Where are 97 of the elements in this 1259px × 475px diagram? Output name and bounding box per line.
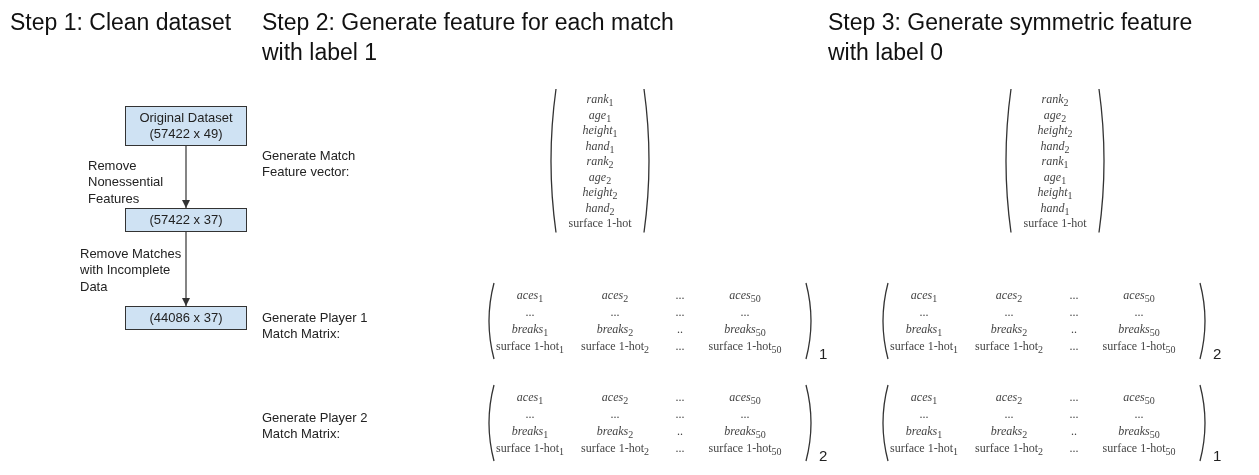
matrix-entry: breaks$_{50}$	[724, 323, 766, 339]
matrix-entry: ...	[1004, 408, 1014, 420]
matrix-subscript: 1	[819, 346, 828, 361]
matrix-entry: breaks$_{1}$	[905, 425, 943, 441]
row-label: Generate Player 2 Match Matrix:	[262, 410, 369, 443]
row-label: Generate Player 1 Match Matrix:	[262, 310, 369, 343]
vector-entry: surface 1-hot	[568, 217, 632, 229]
matrix-entry: surface 1-hot$_{1}$	[890, 442, 958, 458]
matrix-entry: breaks$_{50}$	[724, 425, 766, 441]
matrix-entry: ...	[740, 408, 750, 420]
matrix-entry: ...	[740, 306, 750, 318]
matrix-entry: aces$_{2}$	[601, 289, 629, 305]
matrix-entry: surface 1-hot$_{2}$	[581, 442, 649, 458]
vector-entry: age$_{2}$	[1043, 108, 1067, 124]
arrow	[181, 231, 191, 307]
step-heading: Step 1: Clean dataset	[10, 8, 233, 37]
vector-entry: hand$_{2}$	[1040, 139, 1070, 155]
vector-entry: hand$_{2}$	[585, 201, 615, 217]
process-box: Original Dataset (57422 x 49)	[125, 106, 247, 146]
matrix-entry: breaks$_{50}$	[1118, 425, 1160, 441]
matrix-entry: ...	[1069, 391, 1079, 403]
matrix-entry: ...	[675, 340, 685, 352]
matrix-entry: ...	[1069, 340, 1079, 352]
matrix-entry: ...	[675, 391, 685, 403]
vector-entry: hand$_{1}$	[585, 139, 615, 155]
matrix-entry: aces$_{50}$	[729, 391, 761, 407]
matrix-entry: surface 1-hot$_{1}$	[890, 340, 958, 356]
matrix-entry: ...	[610, 408, 620, 420]
matrix-entry: surface 1-hot$_{50}$	[708, 340, 782, 356]
matrix-entry: aces$_{50}$	[729, 289, 761, 305]
matrix-entry: ...	[525, 408, 535, 420]
matrix-entry: breaks$_{1}$	[905, 323, 943, 339]
row-label: Generate Match Feature vector:	[262, 148, 357, 181]
vector-entry: height$_{1}$	[1037, 186, 1073, 202]
vector-entry: height$_{2}$	[582, 186, 618, 202]
step-heading: Step 3: Generate symmetric feature with label 0	[828, 8, 1194, 67]
matrix-entry: ..	[1071, 323, 1077, 335]
matrix-entry: ...	[1069, 442, 1079, 454]
matrix-entry: ..	[1071, 425, 1077, 437]
matrix-subscript: 2	[1213, 346, 1222, 361]
vector-entry: age$_{1}$	[1043, 170, 1067, 186]
matrix-subscript: 2	[819, 448, 828, 463]
matrix-entry: aces$_{1}$	[516, 391, 544, 407]
matrix-entry: ...	[919, 306, 929, 318]
matrix-entry: aces$_{2}$	[601, 391, 629, 407]
matrix-entry: breaks$_{2}$	[596, 425, 634, 441]
matrix-entry: aces$_{1}$	[910, 391, 938, 407]
matrix-entry: ...	[1134, 306, 1144, 318]
step-heading: Step 2: Generate feature for each match with label 1	[262, 8, 675, 67]
vector-entry: rank$_{2}$	[586, 155, 614, 171]
matrix-entry: breaks$_{1}$	[511, 323, 549, 339]
matrix-entry: ..	[677, 323, 683, 335]
matrix-entry: surface 1-hot$_{2}$	[581, 340, 649, 356]
vector-entry: rank$_{1}$	[586, 93, 614, 109]
matrix-entry: ..	[677, 425, 683, 437]
matrix-entry: breaks$_{2}$	[990, 425, 1028, 441]
matrix-entry: surface 1-hot$_{50}$	[708, 442, 782, 458]
process-box: (44086 x 37)	[125, 306, 247, 330]
matrix-entry: ...	[675, 442, 685, 454]
matrix-entry: ...	[675, 289, 685, 301]
arrow	[181, 145, 191, 209]
vector-entry: height$_{2}$	[1037, 124, 1073, 140]
matrix-entry: ...	[1069, 306, 1079, 318]
matrix-entry: aces$_{50}$	[1123, 391, 1155, 407]
vector-entry: height$_{1}$	[582, 124, 618, 140]
matrix-entry: surface 1-hot$_{2}$	[975, 340, 1043, 356]
matrix-entry: aces$_{2}$	[995, 391, 1023, 407]
matrix-entry: surface 1-hot$_{50}$	[1102, 340, 1176, 356]
vector-entry: surface 1-hot	[1023, 217, 1087, 229]
matrix-entry: breaks$_{1}$	[511, 425, 549, 441]
matrix-entry: breaks$_{2}$	[596, 323, 634, 339]
matrix-entry: aces$_{1}$	[516, 289, 544, 305]
matrix-subscript: 1	[1213, 448, 1222, 463]
matrix-entry: aces$_{1}$	[910, 289, 938, 305]
matrix-entry: breaks$_{2}$	[990, 323, 1028, 339]
vector-entry: age$_{2}$	[588, 170, 612, 186]
vector-entry: rank$_{2}$	[1041, 93, 1069, 109]
matrix-entry: ...	[675, 306, 685, 318]
matrix-entry: ...	[1004, 306, 1014, 318]
matrix-entry: ...	[1069, 408, 1079, 420]
vector-entry: rank$_{1}$	[1041, 155, 1069, 171]
process-box: (57422 x 37)	[125, 208, 247, 232]
matrix-entry: ...	[919, 408, 929, 420]
matrix-entry: aces$_{50}$	[1123, 289, 1155, 305]
matrix-entry: surface 1-hot$_{1}$	[496, 442, 564, 458]
matrix-entry: ...	[610, 306, 620, 318]
matrix-entry: ...	[675, 408, 685, 420]
matrix-entry: surface 1-hot$_{50}$	[1102, 442, 1176, 458]
vector-entry: age$_{1}$	[588, 108, 612, 124]
matrix-entry: breaks$_{50}$	[1118, 323, 1160, 339]
vector-entry: hand$_{1}$	[1040, 201, 1070, 217]
matrix-entry: surface 1-hot$_{1}$	[496, 340, 564, 356]
matrix-entry: ...	[525, 306, 535, 318]
matrix-entry: surface 1-hot$_{2}$	[975, 442, 1043, 458]
matrix-entry: ...	[1069, 289, 1079, 301]
matrix-entry: ...	[1134, 408, 1144, 420]
matrix-entry: aces$_{2}$	[995, 289, 1023, 305]
